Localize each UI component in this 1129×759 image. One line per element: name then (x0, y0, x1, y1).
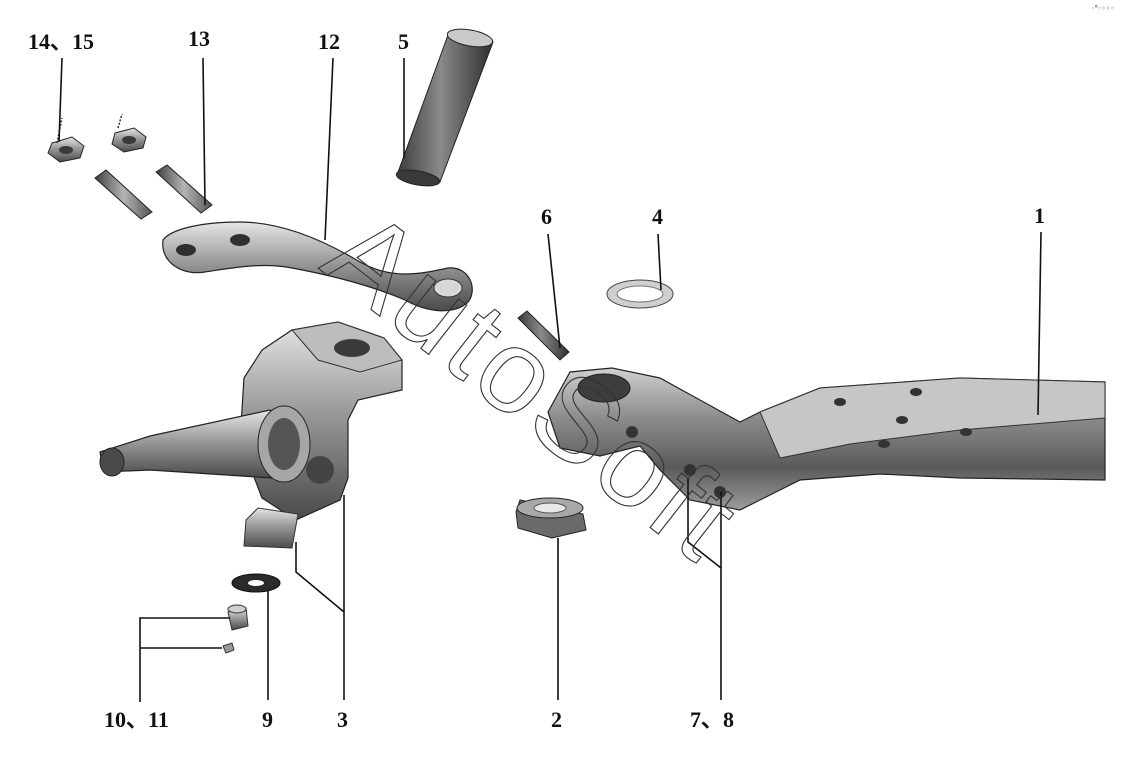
leader-13 (202, 57, 206, 206)
leader-6 (547, 233, 561, 349)
leader-7-8 (687, 478, 722, 700)
leader-1 (1037, 231, 1042, 416)
leader-3 (295, 542, 345, 700)
callout-13: 13 (188, 26, 210, 51)
callout-12: 12 (318, 29, 340, 54)
callout-5: 5 (398, 29, 409, 54)
leader-12 (324, 57, 334, 241)
leader-10-11 (139, 617, 230, 702)
callout-10-11: 10、11 (104, 707, 169, 732)
part-14-15-nuts-and-cotter-pins (47, 113, 147, 163)
part-13-bolts (94, 164, 213, 220)
part-6-lock-pin (517, 310, 570, 361)
part-4-washer (606, 279, 674, 309)
part-3-bushing (243, 507, 299, 549)
callout-6: 6 (541, 204, 552, 229)
leader-lines (58, 57, 1042, 702)
part-3-steering-knuckle (99, 321, 403, 521)
leader-4 (657, 233, 662, 291)
callout-7-8: 7、8 (690, 707, 735, 732)
callout-4: 4 (652, 204, 663, 229)
part-9-washer (231, 573, 281, 593)
callout-1: 1 (1034, 203, 1045, 228)
callout-9: 9 (262, 707, 273, 732)
part-10-11-grease-fittings (222, 604, 249, 654)
part-12-steering-arm (162, 221, 473, 312)
part-5-king-pin (395, 28, 494, 187)
callout-14-15: 14、15 (28, 29, 95, 54)
part-2-thrust-bearing (515, 497, 587, 539)
leader-14-15 (58, 57, 63, 143)
callout-2: 2 (551, 707, 562, 732)
part-1-front-axle-beam (547, 367, 1106, 511)
callout-3: 3 (337, 707, 348, 732)
corner-mark: ·°·◦◦◦ (1091, 4, 1115, 13)
